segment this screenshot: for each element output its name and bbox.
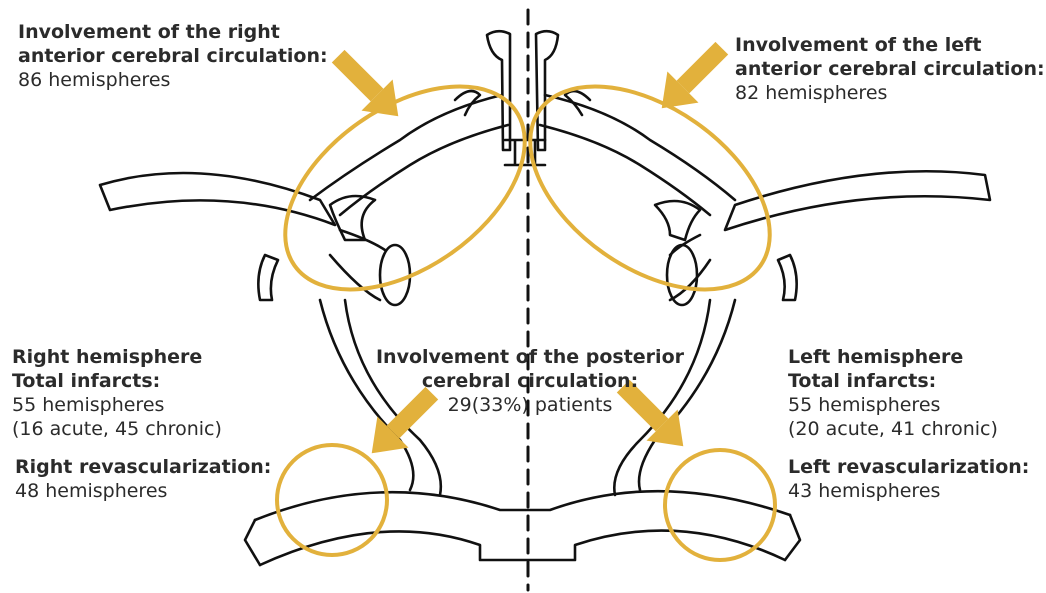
right-aca-branch bbox=[310, 95, 508, 215]
right-revasc-label: Right revascularization: 48 hemispheres bbox=[15, 455, 271, 503]
left-pca-end bbox=[785, 515, 800, 560]
left-anterior-cerebral-vessel bbox=[536, 31, 558, 150]
posterior-cerebral-arc-upper bbox=[255, 491, 790, 520]
left-hemisphere-label: Left hemisphere Total infarcts: 55 hemis… bbox=[788, 345, 998, 441]
left-anterior-label: Involvement of the left anterior cerebra… bbox=[735, 33, 1045, 105]
left-revasc-label: Left revascularization: 43 hemispheres bbox=[788, 455, 1029, 503]
left-choroidal-vessel bbox=[778, 255, 797, 300]
right-middle-cerebral-artery bbox=[100, 173, 335, 225]
right-ica-loop bbox=[380, 245, 410, 305]
right-hemisphere-label: Right hemisphere Total infarcts: 55 hemi… bbox=[12, 345, 222, 441]
right-anterior-label: Involvement of the right anterior cerebr… bbox=[18, 20, 328, 92]
right-pca-end bbox=[245, 520, 260, 565]
posterior-label: Involvement of the posterior cerebral ci… bbox=[370, 345, 690, 417]
left-aca-branch bbox=[540, 95, 735, 215]
left-ica-curl bbox=[655, 201, 700, 240]
left-middle-cerebral-artery bbox=[725, 171, 990, 230]
arrow-left-anterior bbox=[646, 33, 737, 124]
right-choroidal-vessel bbox=[258, 255, 278, 300]
